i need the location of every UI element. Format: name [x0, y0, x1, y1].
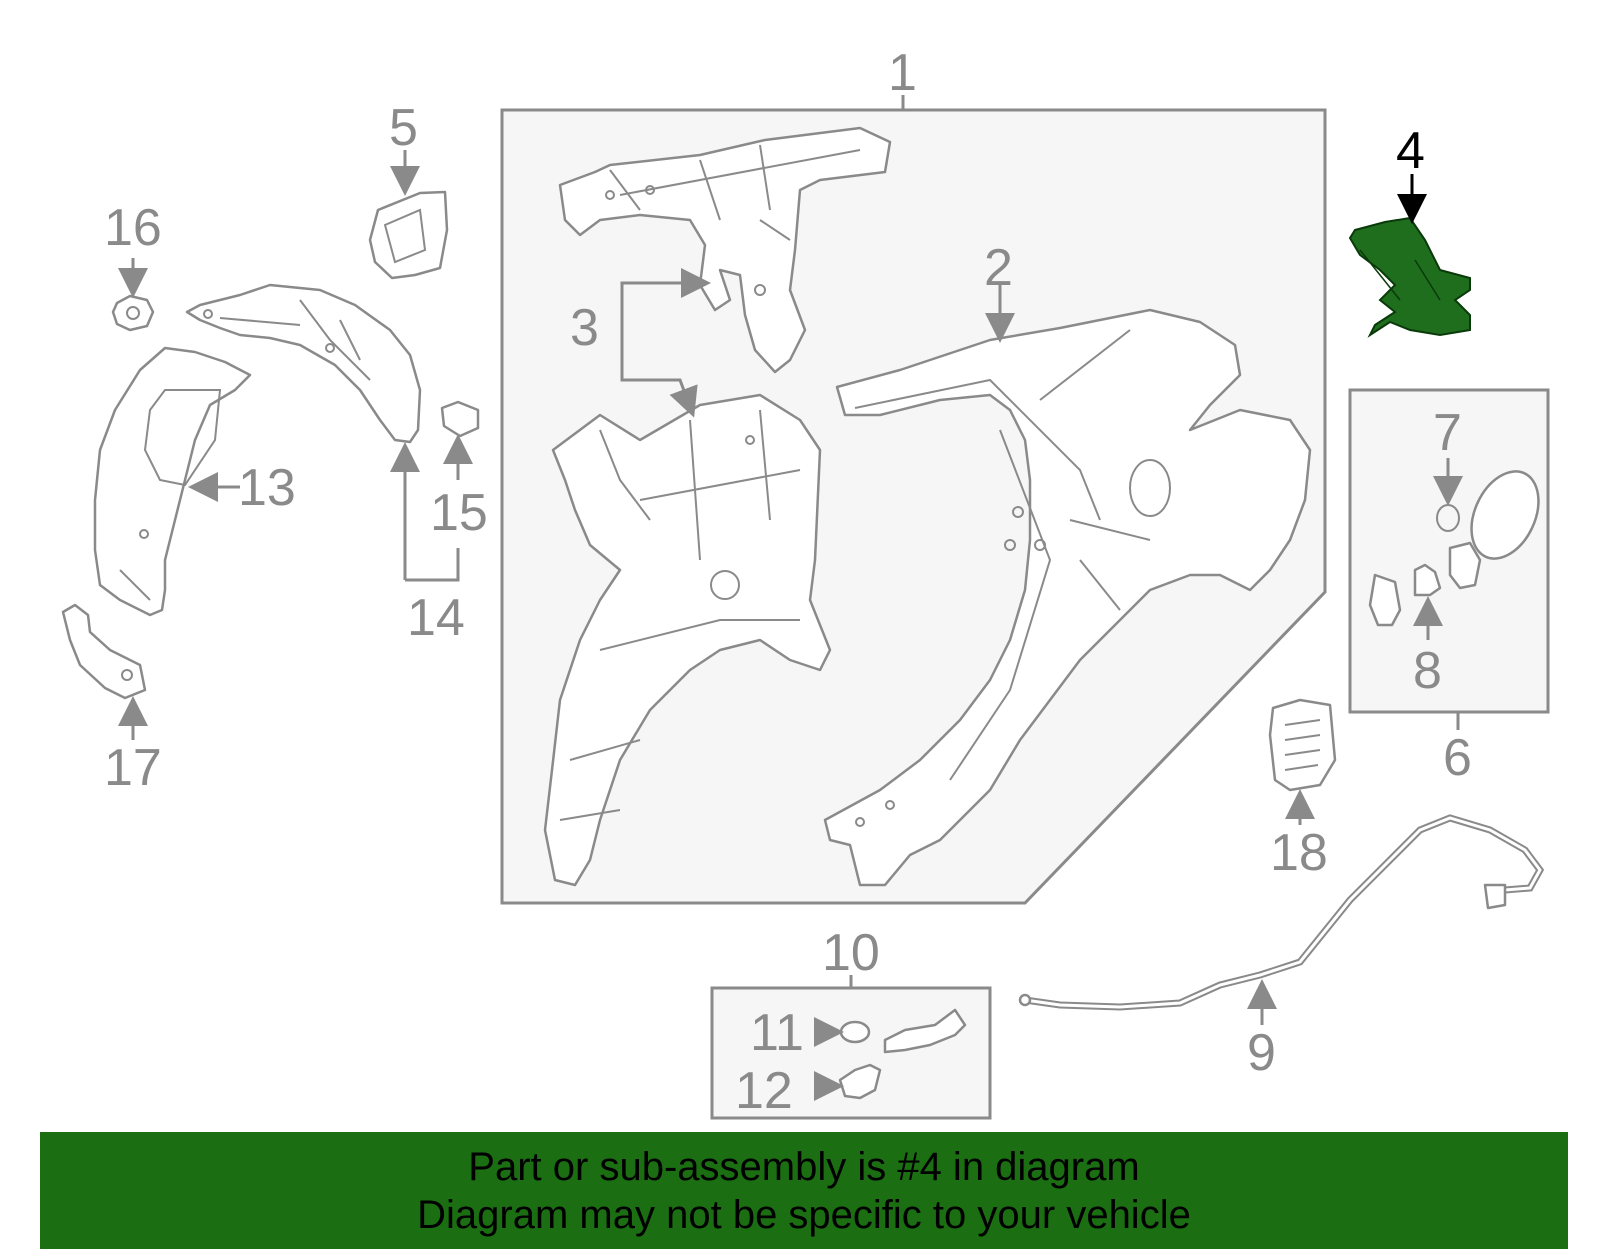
callout-2: 2 — [984, 239, 1013, 297]
part-5-bracket — [368, 150, 449, 280]
callout-10: 10 — [822, 924, 880, 982]
part-4-highlighted-bracket — [1348, 174, 1471, 338]
callout-7: 7 — [1433, 404, 1462, 462]
callout-4-highlighted: 4 — [1396, 122, 1425, 180]
banner-line-part-number: Part or sub-assembly is #4 in diagram — [468, 1144, 1140, 1189]
assembly-box-1 — [500, 95, 1327, 905]
part-2-quarter-panel — [823, 285, 1312, 887]
part-6-fuel-door — [1448, 470, 1540, 590]
highlight-notice-banner: Part or sub-assembly is #4 in diagram Di… — [40, 1132, 1568, 1249]
callout-1: 1 — [888, 44, 917, 102]
callout-13: 13 — [238, 459, 296, 517]
callout-6: 6 — [1443, 729, 1472, 787]
leader-3 — [620, 268, 711, 418]
callout-15: 15 — [430, 484, 488, 542]
part-7-grommet — [1433, 458, 1463, 532]
part-17-bracket — [61, 603, 148, 740]
part-16-nut — [111, 258, 155, 332]
part-13-inner-liner — [93, 346, 252, 617]
callout-12: 12 — [735, 1062, 793, 1120]
callout-17: 17 — [104, 739, 162, 797]
part-12-actuator — [814, 1063, 882, 1101]
banner-line-disclaimer: Diagram may not be specific to your vehi… — [417, 1192, 1191, 1237]
part-18-vent — [1268, 698, 1337, 825]
part-9-release-cable — [1018, 814, 1545, 1025]
callout-9: 9 — [1247, 1024, 1276, 1082]
callout-18: 18 — [1270, 824, 1328, 882]
part-11-cap — [814, 1017, 871, 1047]
callout-14: 14 — [407, 589, 465, 647]
part-8-spring — [1368, 563, 1443, 640]
part-14-wheel-liner — [185, 283, 460, 582]
part-3-upper-reinforcement — [558, 126, 892, 374]
part-15-clip — [440, 400, 480, 480]
callout-3: 3 — [570, 299, 599, 357]
part-10-lock — [883, 1008, 967, 1054]
callout-11: 11 — [750, 1004, 804, 1062]
part-3-lower-wheelhouse — [543, 393, 832, 887]
callout-8: 8 — [1413, 642, 1442, 700]
callout-5: 5 — [389, 99, 418, 157]
callout-16: 16 — [104, 199, 162, 257]
